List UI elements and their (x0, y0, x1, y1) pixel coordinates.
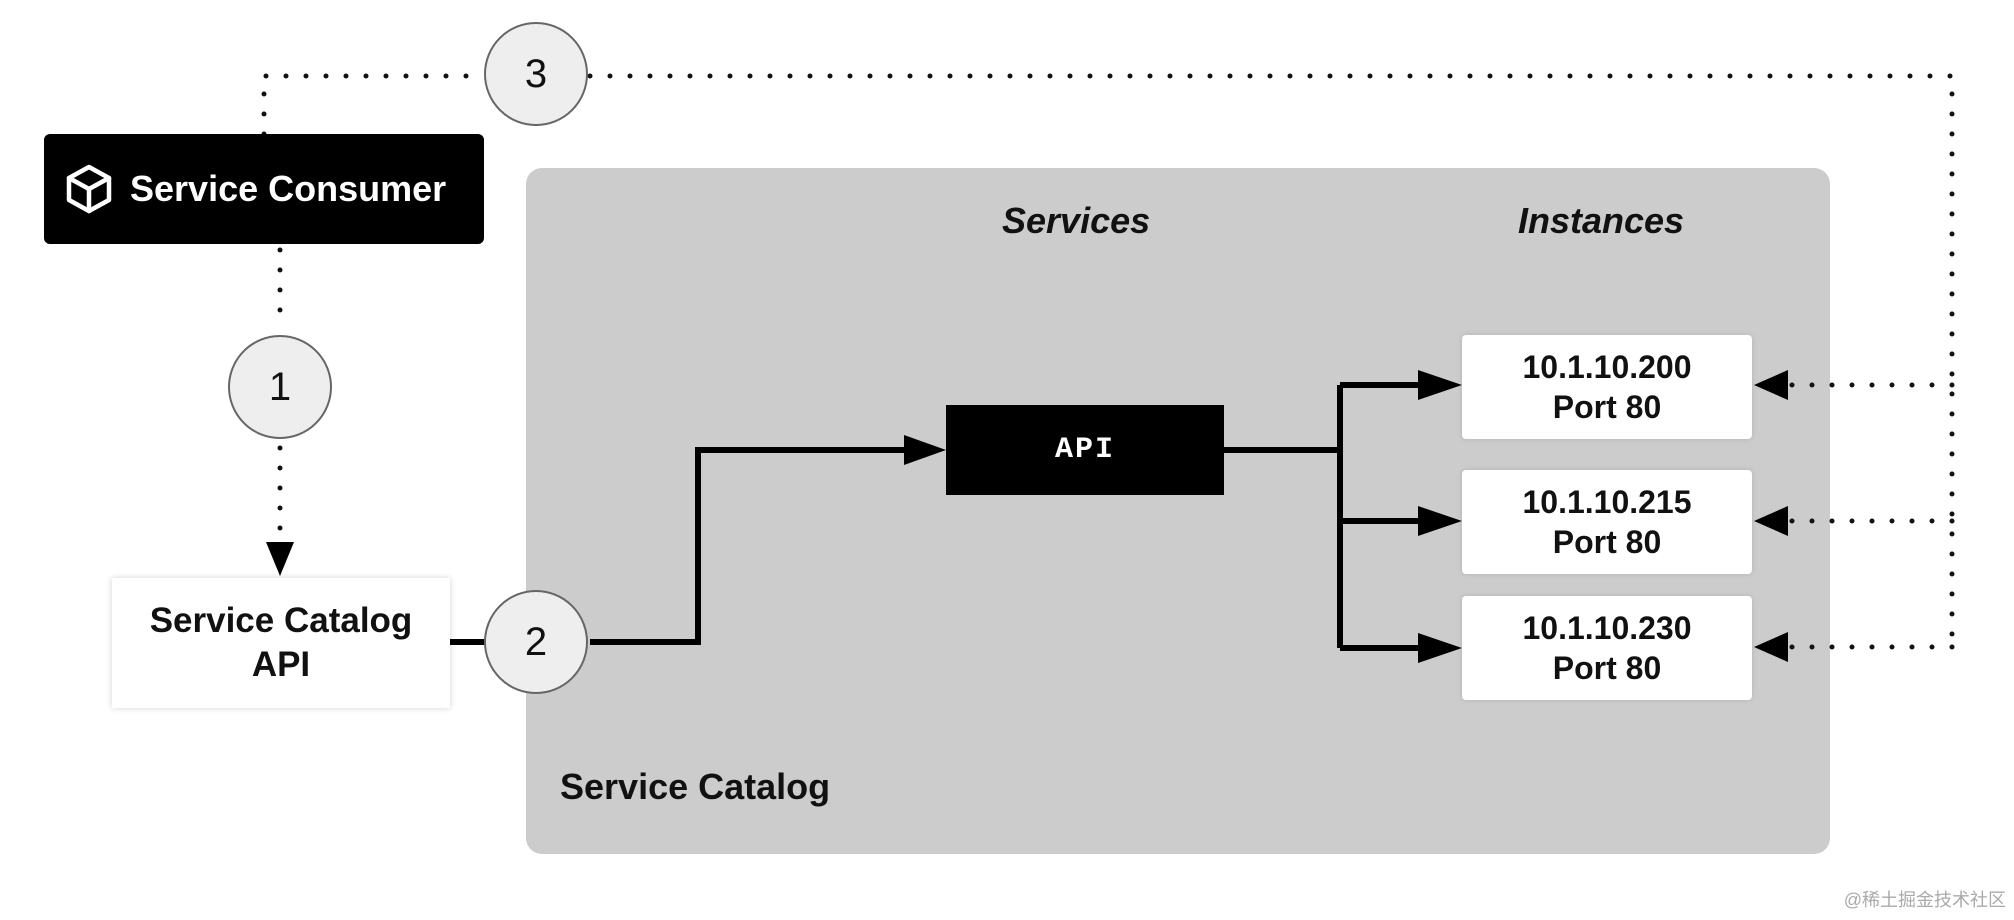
dotted-feedback-path (261, 73, 1955, 651)
services-heading: Services (1002, 200, 1151, 241)
step-3-circle: 3 (484, 22, 588, 126)
arrowhead-into-instance-1 (1754, 370, 1788, 400)
solid-request-path (450, 382, 1420, 651)
service-consumer-box: Service Consumer (44, 134, 484, 244)
instances-heading: Instances (1518, 200, 1685, 241)
service-catalog-label: Service Catalog (560, 766, 831, 807)
arrowhead-into-instance-3 (1754, 632, 1788, 662)
instance-ip: 10.1.10.200 (1522, 349, 1692, 385)
instance-ip: 10.1.10.230 (1522, 610, 1692, 646)
catalog-api-line-2: API (251, 645, 311, 684)
instance-ip: 10.1.10.215 (1522, 484, 1692, 520)
service-catalog-api-box: Service Catalog API (112, 578, 450, 708)
arrowhead-to-instance-2 (1418, 506, 1462, 536)
arrowhead-to-instance-1 (1418, 370, 1462, 400)
cube-icon (66, 164, 112, 214)
instance-box: 10.1.10.215 Port 80 (1462, 470, 1752, 574)
step-1-circle: 1 (228, 335, 332, 439)
arrowhead-to-instance-3 (1418, 633, 1462, 663)
instance-port: Port 80 (1552, 524, 1662, 560)
api-service-box: API (946, 405, 1224, 495)
step-2-circle: 2 (484, 590, 588, 694)
arrowhead-into-instance-2 (1754, 506, 1788, 536)
instance-box: 10.1.10.230 Port 80 (1462, 596, 1752, 700)
service-consumer-label: Service Consumer (130, 168, 447, 209)
instance-box: 10.1.10.200 Port 80 (1462, 335, 1752, 439)
catalog-api-line-1: Service Catalog (149, 601, 413, 640)
arrowheads (266, 370, 1788, 663)
instance-port: Port 80 (1552, 650, 1662, 686)
watermark: @稀土掘金技术社区 (1843, 890, 2006, 910)
instance-port: Port 80 (1552, 389, 1662, 425)
arrowhead-to-api (904, 435, 946, 465)
arrowhead-to-catalog-api (266, 542, 294, 576)
